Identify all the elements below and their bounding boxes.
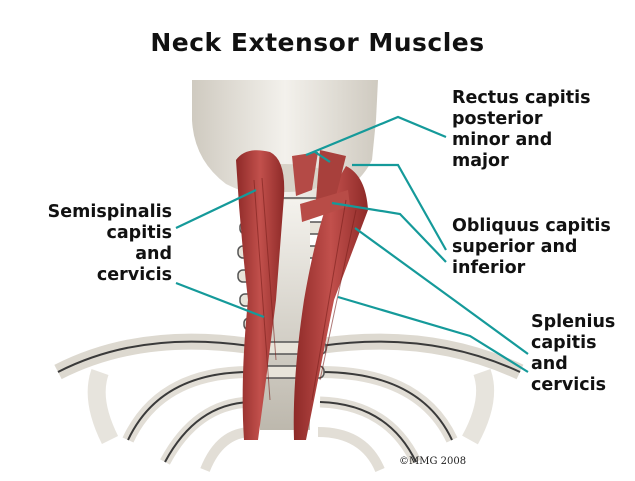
label-semispinalis: Semispinalis capitis and cervicis [28,202,172,286]
label-line: inferior [452,258,526,278]
label-rectus-capitis: Rectus capitis posterior minor and major [452,88,591,172]
leader-line-splenius-capitis [354,227,529,355]
label-line: cervicis [531,375,607,395]
rib-cage [54,333,524,473]
leader-line-semispinalis [175,189,257,229]
leader-line-rectus-minor [305,115,447,157]
label-line: capitis [106,223,173,243]
label-line: Splenius [531,312,616,332]
leader-line-splenius-cervicis [337,295,529,373]
label-line: and [531,354,568,374]
label-line: capitis [531,333,597,353]
leader-line-semispinalis-cervicis [175,281,265,319]
label-line: superior and [452,237,578,257]
neck-muscles [236,150,368,440]
leader-line-obliquus-superior [352,163,447,251]
label-obliquus-capitis: Obliquus capitis superior and inferior [452,216,611,279]
label-line: minor and [452,130,553,150]
label-line: and [135,244,172,264]
label-line: posterior [452,109,543,129]
label-splenius: Splenius capitis and cervicis [531,312,615,396]
copyright-notice: ©MMG 2008 [399,456,467,467]
label-line: Rectus capitis [452,88,591,108]
label-line: Obliquus capitis [452,216,611,236]
leader-line-obliquus-inferior [331,201,447,263]
label-line: cervicis [96,265,172,285]
leader-line-rectus-major [314,151,331,163]
page-title: Neck Extensor Muscles [150,28,485,57]
leader-lines [175,115,529,373]
label-line: major [452,151,509,171]
label-line: Semispinalis [47,202,172,222]
